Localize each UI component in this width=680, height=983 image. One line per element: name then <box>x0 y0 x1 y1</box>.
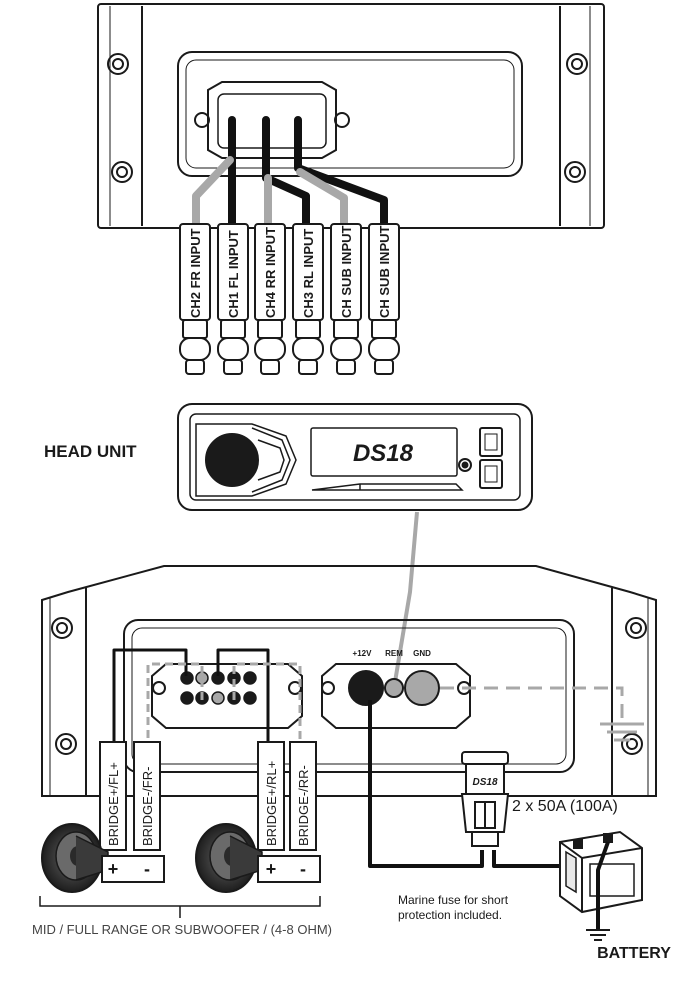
ground-symbol-icon <box>600 722 644 742</box>
rca-label-ch2-fr: CH2 FR INPUT <box>188 228 203 318</box>
usb-port-icon <box>479 459 503 489</box>
speaker-right-minus: - <box>300 859 306 879</box>
bottom-amplifier <box>41 565 657 797</box>
head-unit-logo: DS18 <box>353 440 414 467</box>
bridge-fl-label: BRIDGE+/FL+ <box>106 762 121 846</box>
mount-screw <box>625 617 647 639</box>
rca-plugs <box>179 223 400 375</box>
fuse-holder <box>460 751 510 847</box>
rca-plug-ch-sub-b <box>368 223 400 375</box>
bridge-rl-label: BRIDGE+/RL+ <box>264 761 279 846</box>
terminal-12v-label: +12V <box>353 649 373 658</box>
fuse-note-line1: Marine fuse for short <box>398 893 509 907</box>
speaker-right-terminal <box>257 855 321 883</box>
battery-ground-wire <box>596 841 610 930</box>
speaker-left-icon <box>41 823 109 893</box>
mount-screw <box>55 733 77 755</box>
rca-plug-ch3-rl <box>292 223 324 375</box>
speaker-group-bracket <box>39 896 321 918</box>
head-unit-label: HEAD UNIT <box>44 442 137 461</box>
terminal-gnd-label: GND <box>413 649 431 658</box>
rca-label-ch4-rr: CH4 RR INPUT <box>263 227 278 318</box>
rca-plug-ch1-fl <box>217 223 249 375</box>
mount-screw <box>107 53 129 75</box>
volume-knob <box>205 433 259 487</box>
speaker-wires <box>112 648 302 742</box>
bridge-fr-label: BRIDGE-/FR- <box>140 767 155 846</box>
power-wire <box>368 700 484 868</box>
fuse-logo: DS18 <box>472 777 497 788</box>
speaker-note: MID / FULL RANGE OR SUBWOOFER / (4-8 OHM… <box>32 922 332 937</box>
fuse-rating: 2 x 50A (100A) <box>512 798 618 815</box>
bridge-terminals <box>99 741 317 851</box>
mount-screw <box>51 617 73 639</box>
rca-label-ch-sub-a: CH SUB INPUT <box>339 225 354 318</box>
terminal-rem-label: REM <box>385 649 403 658</box>
speaker-right-plus: + <box>266 859 277 879</box>
battery-ground-symbol-icon <box>586 929 610 941</box>
speaker-right-icon <box>195 823 263 893</box>
usb-port-icon <box>479 427 503 457</box>
aux-jack <box>458 458 472 472</box>
head-unit <box>177 403 533 511</box>
speaker-left-terminal <box>101 855 165 883</box>
fuse-note-line2: protection included. <box>398 908 502 922</box>
power-socket <box>321 663 471 729</box>
speaker-socket <box>151 663 303 729</box>
battery-label: BATTERY <box>597 945 671 962</box>
remote-wire <box>392 511 419 689</box>
rca-label-ch1-fl: CH1 FL INPUT <box>226 230 241 318</box>
mount-screw <box>111 161 133 183</box>
rca-plug-ch4-rr <box>254 223 286 375</box>
input-wires <box>192 116 388 230</box>
rca-plug-ch2-fr <box>179 223 211 375</box>
mount-screw <box>564 161 586 183</box>
speaker-pins <box>180 671 257 705</box>
speaker-left-plus: + <box>108 859 119 879</box>
rca-plug-ch-sub-a <box>330 223 362 375</box>
rca-label-ch3-rl: CH3 RL INPUT <box>301 229 316 318</box>
input-socket <box>194 81 350 159</box>
power-terminals <box>348 670 440 706</box>
rca-label-ch-sub-b: CH SUB INPUT <box>377 225 392 318</box>
speaker-left-minus: - <box>144 859 150 879</box>
battery-icon <box>559 830 643 914</box>
bridge-rr-label: BRIDGE-/RR- <box>296 765 311 846</box>
ground-wire <box>440 686 624 724</box>
battery-wire <box>492 850 570 868</box>
mount-screw <box>621 733 643 755</box>
top-amplifier <box>97 3 605 229</box>
mount-screw <box>566 53 588 75</box>
